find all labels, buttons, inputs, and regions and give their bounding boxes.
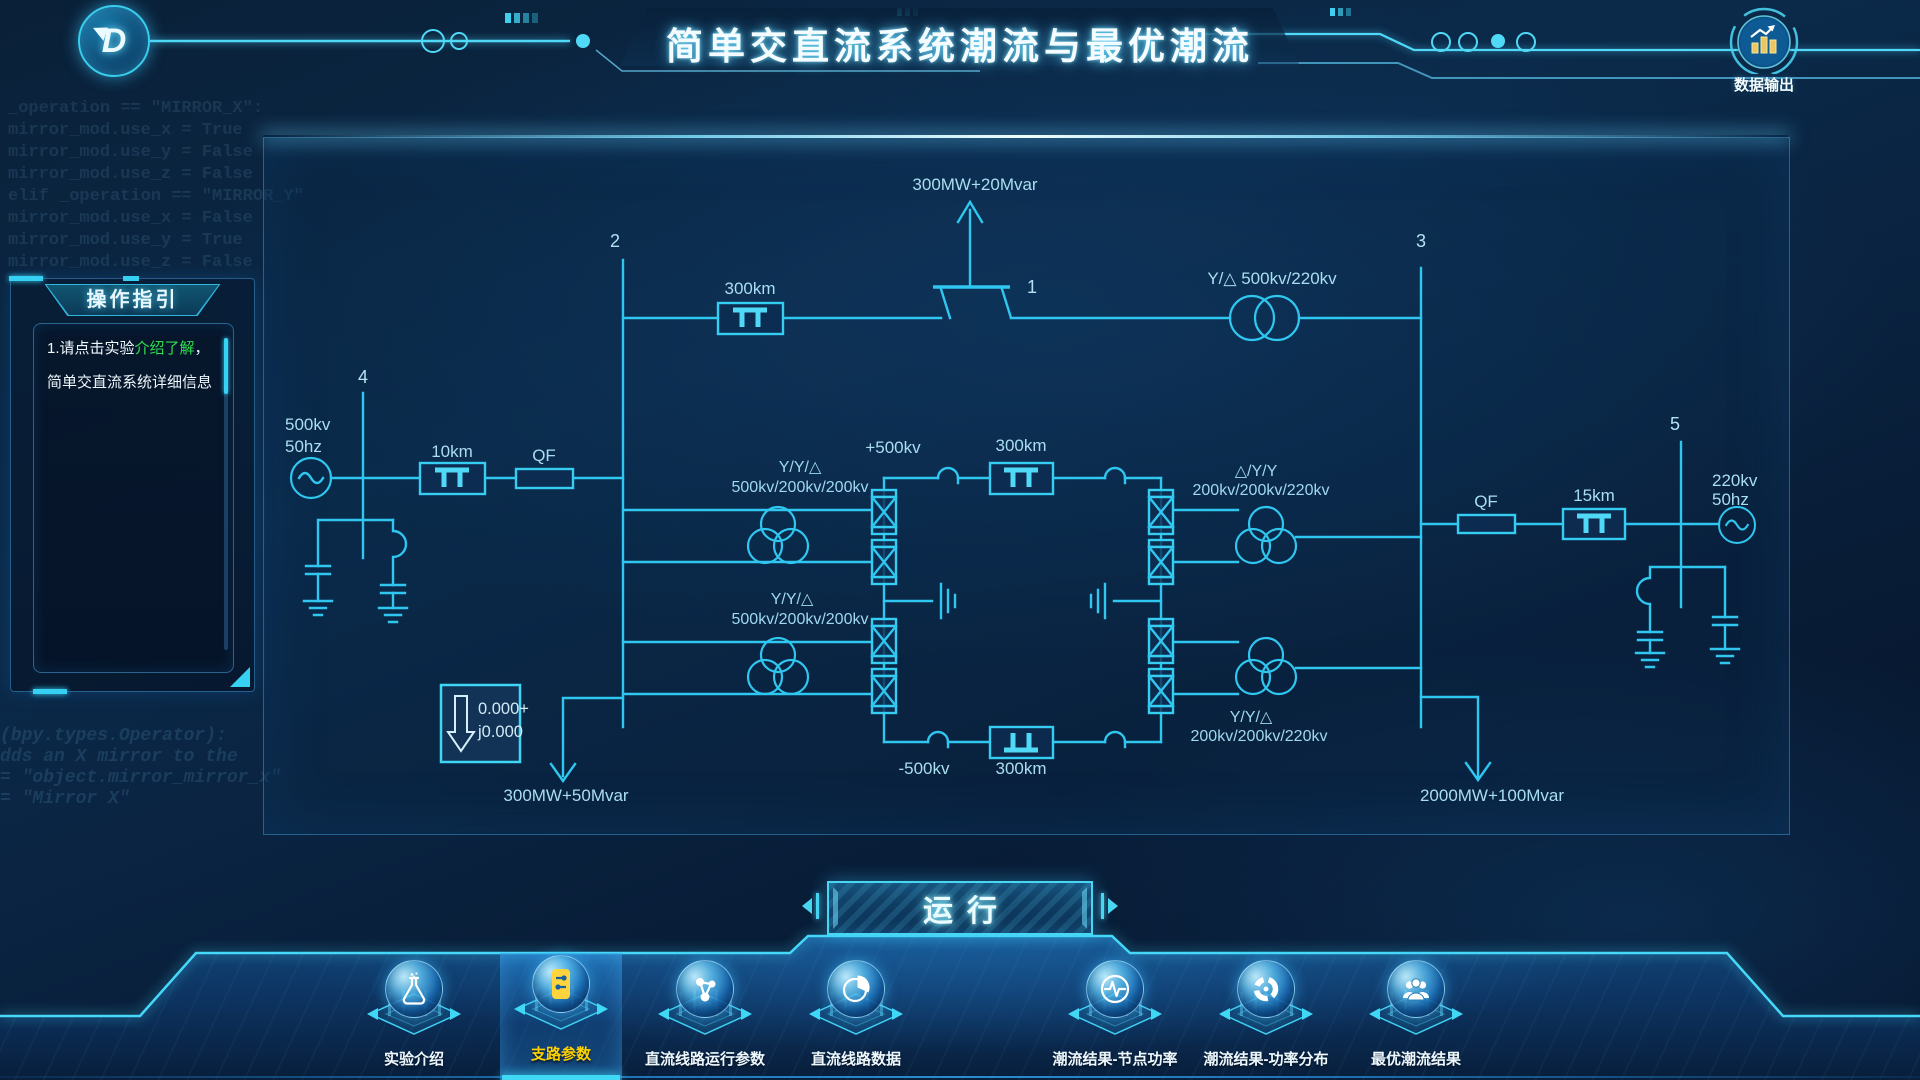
nav-item-branch-params[interactable]: 支路参数 [500,953,622,1080]
app-logo: D [78,5,150,77]
data-output-label: 数据输出 [1733,77,1794,94]
molecule-icon [676,960,734,1018]
nav-item-dc-line-data[interactable]: 直流线路数据 [795,958,917,1076]
run-button[interactable]: 运行 [827,881,1093,935]
guide-panel-title: 操作指引 [46,285,219,315]
run-button-label: 运行 [923,895,1011,928]
nav-item-label: 潮流结果-节点功率 [1052,1051,1178,1068]
run-next-arrow[interactable] [1101,893,1118,919]
guide-scrollbar-track [224,338,228,650]
guide-text: 1.请点击实验介绍了解， 简单交直流系统详细信息 [47,332,215,400]
logo-letter: D [101,21,127,60]
guide-line1-suffix: ， [194,340,210,357]
guide-panel-body: 1.请点击实验介绍了解， 简单交直流系统详细信息 [33,323,234,673]
bottom-dock-band [0,936,1920,1080]
nav-item-label: 支路参数 [530,1046,591,1063]
panel-corner-decoration [123,276,139,281]
nav-item-optimal-flow-results[interactable]: 最优潮流结果 [1355,958,1477,1076]
guide-line1: 1.请点击实验 [47,340,135,357]
arrow-bar [816,893,819,919]
arrow-bar [1101,893,1104,919]
panel-corner-decoration [9,276,43,281]
panel-corner-decoration [230,667,250,687]
nav-item-label: 直流线路数据 [810,1051,901,1068]
nav-item-dc-line-run-params[interactable]: 直流线路运行参数 [644,958,766,1076]
users-icon [1387,960,1445,1018]
distribution-icon [1237,960,1295,1018]
left-triangle-icon [802,898,812,914]
background-code-decoration: _operation == "MIRROR_X":mirror_mod.use_… [8,99,304,272]
nav-item-label: 潮流结果-功率分布 [1203,1051,1329,1068]
nav-item-label: 实验介绍 [383,1051,444,1068]
background-code-decoration: (bpy.types.Operator):dds an X mirror to … [0,726,281,809]
operation-guide-panel: 操作指引 1.请点击实验介绍了解， 简单交直流系统详细信息 [9,276,255,694]
flask-icon [385,960,443,1018]
nav-item-flow-power-distribution[interactable]: 潮流结果-功率分布 [1204,958,1329,1076]
pulse-icon [1086,960,1144,1018]
panel-top-glow [263,135,1788,138]
nav-item-label: 最优潮流结果 [1370,1051,1461,1068]
pie-chart-icon [827,960,885,1018]
sliders-icon [532,955,590,1013]
guide-scrollbar-thumb[interactable] [224,338,228,394]
data-output-button[interactable]: 数据输出 [1722,4,1806,96]
nav-item-flow-node-power[interactable]: 潮流结果-节点功率 [1053,958,1178,1076]
diagram-panel [263,137,1790,835]
guide-line2: 简单交直流系统详细信息 [47,374,213,391]
nav-item-label: 直流线路运行参数 [644,1051,765,1068]
guide-highlight-link: 介绍了解 [134,340,195,357]
run-control: 运行 [800,878,1120,940]
page-title: 简单交直流系统潮流与最优潮流 [666,26,1254,67]
run-prev-arrow[interactable] [802,893,819,919]
data-output-icon [1729,7,1799,77]
nav-item-experiment-intro[interactable]: 实验介绍 [353,958,475,1076]
bottom-accent-line [0,1076,1920,1078]
panel-corner-decoration [33,689,67,694]
right-triangle-icon [1108,898,1118,914]
